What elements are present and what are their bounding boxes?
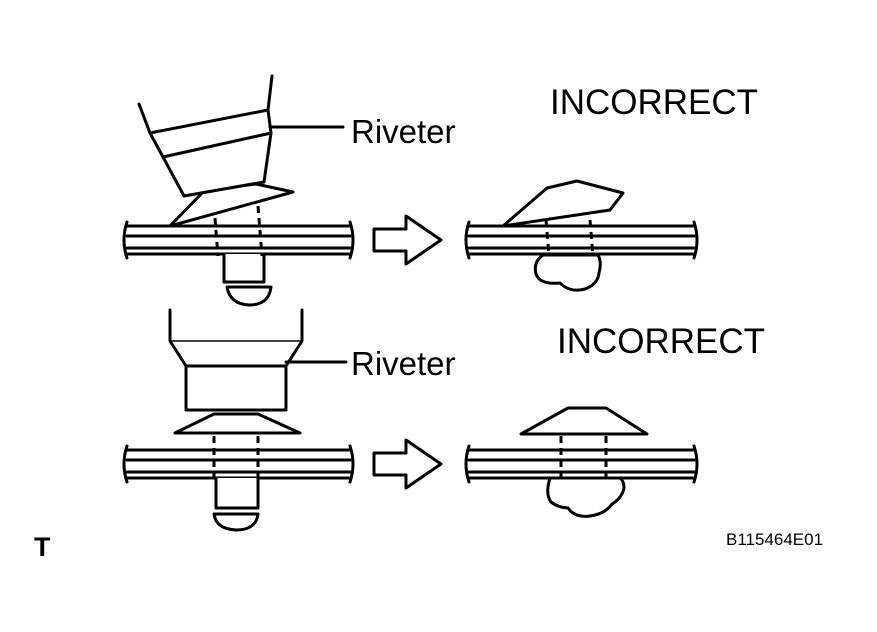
arrow-icon	[372, 214, 443, 266]
rivet-tip-bottom	[212, 512, 260, 532]
deformed-rivet-bulge-bottom	[546, 476, 626, 518]
rivet-shank-bottom	[214, 478, 260, 510]
riveter-tool-straight	[168, 308, 304, 412]
riveter-label-bottom: Riveter	[351, 345, 456, 382]
rivet-head-flat-result	[519, 406, 649, 436]
rivet-tip-top	[225, 285, 273, 307]
riveter-tool-tilted	[137, 74, 274, 198]
bottom-before-assembly	[122, 308, 355, 532]
rivet-shank-top	[222, 254, 266, 284]
rivet-head-tilted-result	[501, 179, 625, 228]
incorrect-label-bottom: INCORRECT	[557, 322, 765, 361]
rivet-head-flat	[173, 412, 302, 435]
top-before-assembly	[122, 74, 355, 307]
corner-mark: T	[34, 532, 51, 562]
top-after-result	[464, 179, 699, 292]
bottom-after-result	[464, 406, 699, 518]
figure-code: B115464E01	[726, 530, 823, 549]
incorrect-label-top: INCORRECT	[550, 83, 758, 122]
arrow-icon	[372, 438, 443, 490]
riveter-label-top: Riveter	[351, 113, 456, 150]
panel-bottom-right	[464, 444, 699, 484]
panel-top-left	[122, 220, 355, 260]
deformed-rivet-bulge-top	[533, 253, 602, 292]
panel-bottom-left	[122, 444, 355, 484]
panel-top-right	[464, 220, 699, 260]
